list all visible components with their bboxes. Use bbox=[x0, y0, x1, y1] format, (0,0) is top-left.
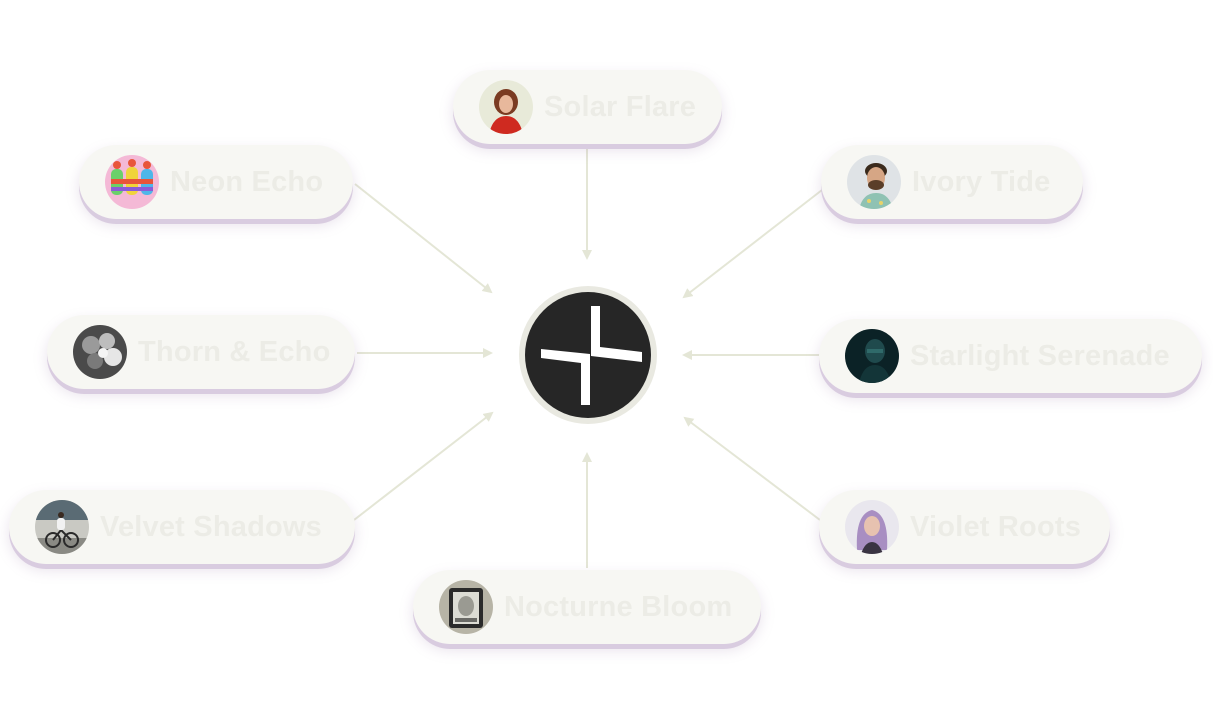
cyclist-street-avatar bbox=[35, 500, 89, 554]
artist-card-nocturne-bloom[interactable]: Nocturne Bloom bbox=[413, 570, 761, 644]
artist-name: Solar Flare bbox=[544, 90, 697, 123]
artist-card-thorn-echo[interactable]: Thorn & Echo bbox=[47, 315, 355, 389]
artist-card-violet-roots[interactable]: Violet Roots bbox=[819, 490, 1110, 564]
woman-red-jacket-avatar bbox=[479, 80, 533, 134]
split-cross-logo-icon bbox=[525, 292, 651, 418]
hub-logo[interactable] bbox=[519, 286, 657, 424]
artist-card-ivory-tide[interactable]: Ivory Tide bbox=[821, 145, 1083, 219]
lavender-hair-woman-avatar bbox=[845, 500, 899, 554]
bearded-man-avatar bbox=[847, 155, 901, 209]
artist-card-solar-flare[interactable]: Solar Flare bbox=[453, 70, 722, 144]
artist-card-neon-echo[interactable]: Neon Echo bbox=[79, 145, 353, 219]
monochrome-flowers-avatar bbox=[73, 325, 127, 379]
dark-teal-figure-avatar bbox=[845, 329, 899, 383]
connector-ivory-tide bbox=[682, 189, 823, 299]
framed-portrait-avatar bbox=[439, 580, 493, 634]
artist-name: Thorn & Echo bbox=[138, 335, 331, 368]
artist-name: Velvet Shadows bbox=[100, 510, 322, 543]
artist-name: Starlight Serenade bbox=[910, 339, 1170, 372]
artist-card-starlight-serenade[interactable]: Starlight Serenade bbox=[819, 319, 1202, 393]
artist-name: Violet Roots bbox=[910, 510, 1082, 543]
artist-card-velvet-shadows[interactable]: Velvet Shadows bbox=[9, 490, 355, 564]
connector-velvet-shadows bbox=[353, 411, 494, 521]
artist-name: Ivory Tide bbox=[912, 165, 1051, 198]
artist-name: Nocturne Bloom bbox=[504, 590, 733, 623]
connector-neon-echo bbox=[354, 183, 493, 294]
connector-violet-roots bbox=[683, 416, 821, 521]
colorful-figures-avatar bbox=[105, 155, 159, 209]
artist-name: Neon Echo bbox=[170, 165, 324, 198]
